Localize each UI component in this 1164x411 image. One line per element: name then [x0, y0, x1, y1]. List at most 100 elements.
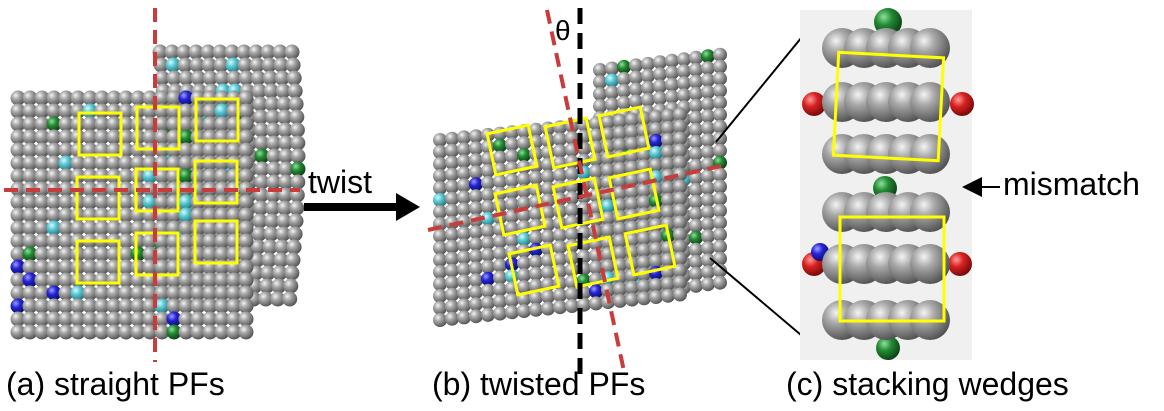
atom [70, 103, 86, 119]
atom [661, 276, 675, 291]
atom [238, 259, 254, 275]
atom [433, 205, 447, 219]
atom [202, 168, 218, 184]
atom [22, 103, 38, 119]
atom [565, 227, 579, 241]
atom [493, 306, 507, 321]
panel-a-atom-cluster [10, 44, 306, 340]
atom [58, 324, 74, 340]
atom [34, 311, 50, 327]
atom [94, 129, 110, 145]
atom [613, 245, 627, 260]
atom [178, 155, 194, 171]
atom [118, 220, 134, 236]
atom [10, 207, 26, 223]
atom [637, 243, 651, 258]
atom [260, 44, 276, 60]
atom [154, 285, 170, 301]
atom [613, 137, 627, 152]
atom [22, 168, 38, 184]
atom [58, 272, 74, 288]
atom [713, 275, 727, 290]
atom [46, 259, 62, 275]
atom [226, 298, 242, 314]
atom [166, 324, 182, 340]
atom [58, 194, 74, 210]
atom [637, 279, 651, 294]
atom [629, 70, 643, 85]
highlight-box [193, 159, 239, 205]
atom [445, 263, 459, 278]
atom [481, 283, 495, 298]
atom [289, 200, 305, 216]
atom [202, 220, 218, 236]
atom [238, 207, 254, 223]
atom [701, 121, 715, 136]
atom [46, 311, 62, 327]
caption-panel-a: (a) straight PFs [6, 366, 225, 402]
atom [118, 259, 134, 275]
highlight-box [543, 116, 597, 170]
atom [517, 196, 531, 211]
atom [166, 90, 182, 106]
atom [589, 260, 603, 275]
atom [481, 307, 495, 322]
atom [130, 285, 146, 301]
atom [713, 143, 727, 158]
atom [106, 129, 122, 145]
atom [287, 226, 303, 242]
atom [433, 265, 447, 279]
atom [445, 299, 459, 314]
atom [238, 103, 254, 119]
atom [34, 220, 50, 236]
atom [713, 227, 727, 242]
atom [82, 259, 98, 275]
atom [529, 302, 543, 317]
atom [130, 194, 146, 210]
atom [46, 233, 62, 249]
atom [177, 57, 193, 73]
atom [445, 239, 459, 254]
atom [250, 239, 266, 255]
atom [118, 298, 134, 314]
atom [253, 200, 269, 216]
atom [649, 242, 663, 256]
atom [284, 44, 300, 60]
atom [445, 131, 459, 146]
atom [154, 324, 170, 340]
atom [649, 290, 663, 304]
atom [263, 83, 279, 99]
atom [653, 79, 667, 94]
atom [261, 57, 277, 73]
atom [46, 90, 62, 106]
atom [34, 259, 50, 275]
atom [58, 168, 74, 184]
atom [673, 191, 687, 206]
atom [130, 233, 146, 249]
atom [202, 246, 218, 262]
atom [82, 155, 98, 171]
atom [130, 298, 146, 314]
atom [34, 155, 50, 171]
atom [254, 174, 270, 190]
atom [254, 148, 270, 164]
atom [649, 230, 663, 244]
atom [553, 252, 567, 267]
atom [178, 285, 194, 301]
atom [665, 77, 679, 92]
atom [713, 131, 727, 146]
mismatch-label: mismatch [1003, 166, 1140, 202]
atom [34, 103, 50, 119]
atom [190, 324, 206, 340]
atom [94, 90, 110, 106]
atom [457, 238, 471, 253]
atom [517, 172, 531, 187]
atom [178, 246, 194, 262]
atom [713, 95, 727, 110]
atom [118, 233, 134, 249]
atom [457, 166, 471, 181]
atom [214, 181, 230, 197]
atom [238, 298, 254, 314]
atom [701, 97, 715, 112]
atom [689, 218, 703, 233]
